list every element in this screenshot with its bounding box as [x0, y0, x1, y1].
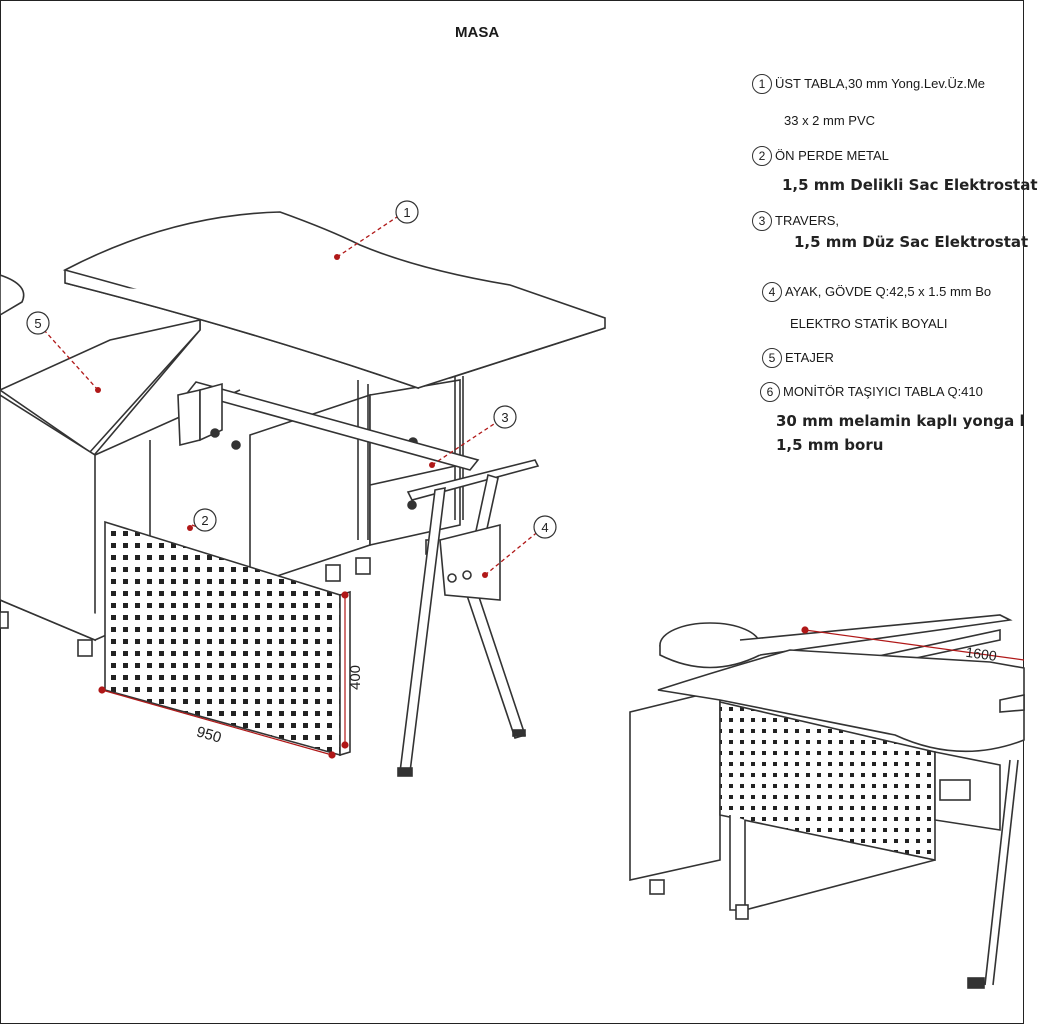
- spec-1-text: ÜST TABLA,30 mm Yong.Lev.Üz.Me: [775, 76, 986, 91]
- callout-5-circle: [26, 311, 50, 335]
- spec-3-number: 3: [752, 211, 772, 231]
- callout-5-label: 5: [34, 316, 41, 331]
- spec-1-number: 1: [752, 74, 772, 94]
- spec-6-top-material: 30 mm melamin kaplı yonga l: [776, 412, 1025, 430]
- spec-1-pvc: 33 x 2 mm PVC: [784, 113, 876, 128]
- spec-6-pipe: 1,5 mm boru: [776, 436, 884, 454]
- spec-2-text: ÖN PERDE METAL: [775, 148, 889, 163]
- spec-5-text: ETAJER: [785, 350, 834, 365]
- spec-6-number: 6: [760, 382, 780, 402]
- callout-2-label: 2: [201, 513, 208, 528]
- spec-3-text: TRAVERS,: [775, 213, 840, 228]
- drawing-title: MASA: [455, 24, 500, 41]
- spec-4-paint: ELEKTRO STATİK BOYALI: [790, 316, 948, 331]
- callout-4-label: 4: [541, 520, 548, 535]
- spec-4-text: AYAK, GÖVDE Q:42,5 x 1.5 mm Bo: [785, 284, 992, 299]
- travers-beam: [177, 381, 540, 501]
- dimension-lines: [98, 591, 1025, 759]
- spec-3-material: 1,5 mm Düz Sac Elektrostat: [794, 233, 1029, 251]
- spec-6-text: MONİTÖR TAŞIYICI TABLA Q:410: [783, 384, 983, 399]
- callout-1-circle: [395, 200, 419, 224]
- dimension-height-label: 400: [347, 665, 364, 690]
- spec-4-number: 4: [762, 282, 782, 302]
- spec-2-number: 2: [752, 146, 772, 166]
- spec-2-material: 1,5 mm Delikli Sac Elektrostat: [782, 176, 1038, 194]
- dimension-width-label: 950: [194, 723, 223, 746]
- second-view-desk: [629, 614, 1025, 989]
- spec-5-number: 5: [762, 348, 782, 368]
- callout-1-label: 1: [403, 205, 410, 220]
- callout-leaders: [43, 214, 541, 576]
- callout-3-circle: [493, 405, 517, 429]
- callout-2-circle: [193, 508, 217, 532]
- callout-4-circle: [533, 515, 557, 539]
- desk-top: [62, 211, 606, 540]
- callout-dots: [95, 254, 488, 578]
- dimension-depth-label: 1600: [965, 644, 998, 664]
- a-leg: [397, 473, 527, 777]
- callout-3-label: 3: [501, 410, 508, 425]
